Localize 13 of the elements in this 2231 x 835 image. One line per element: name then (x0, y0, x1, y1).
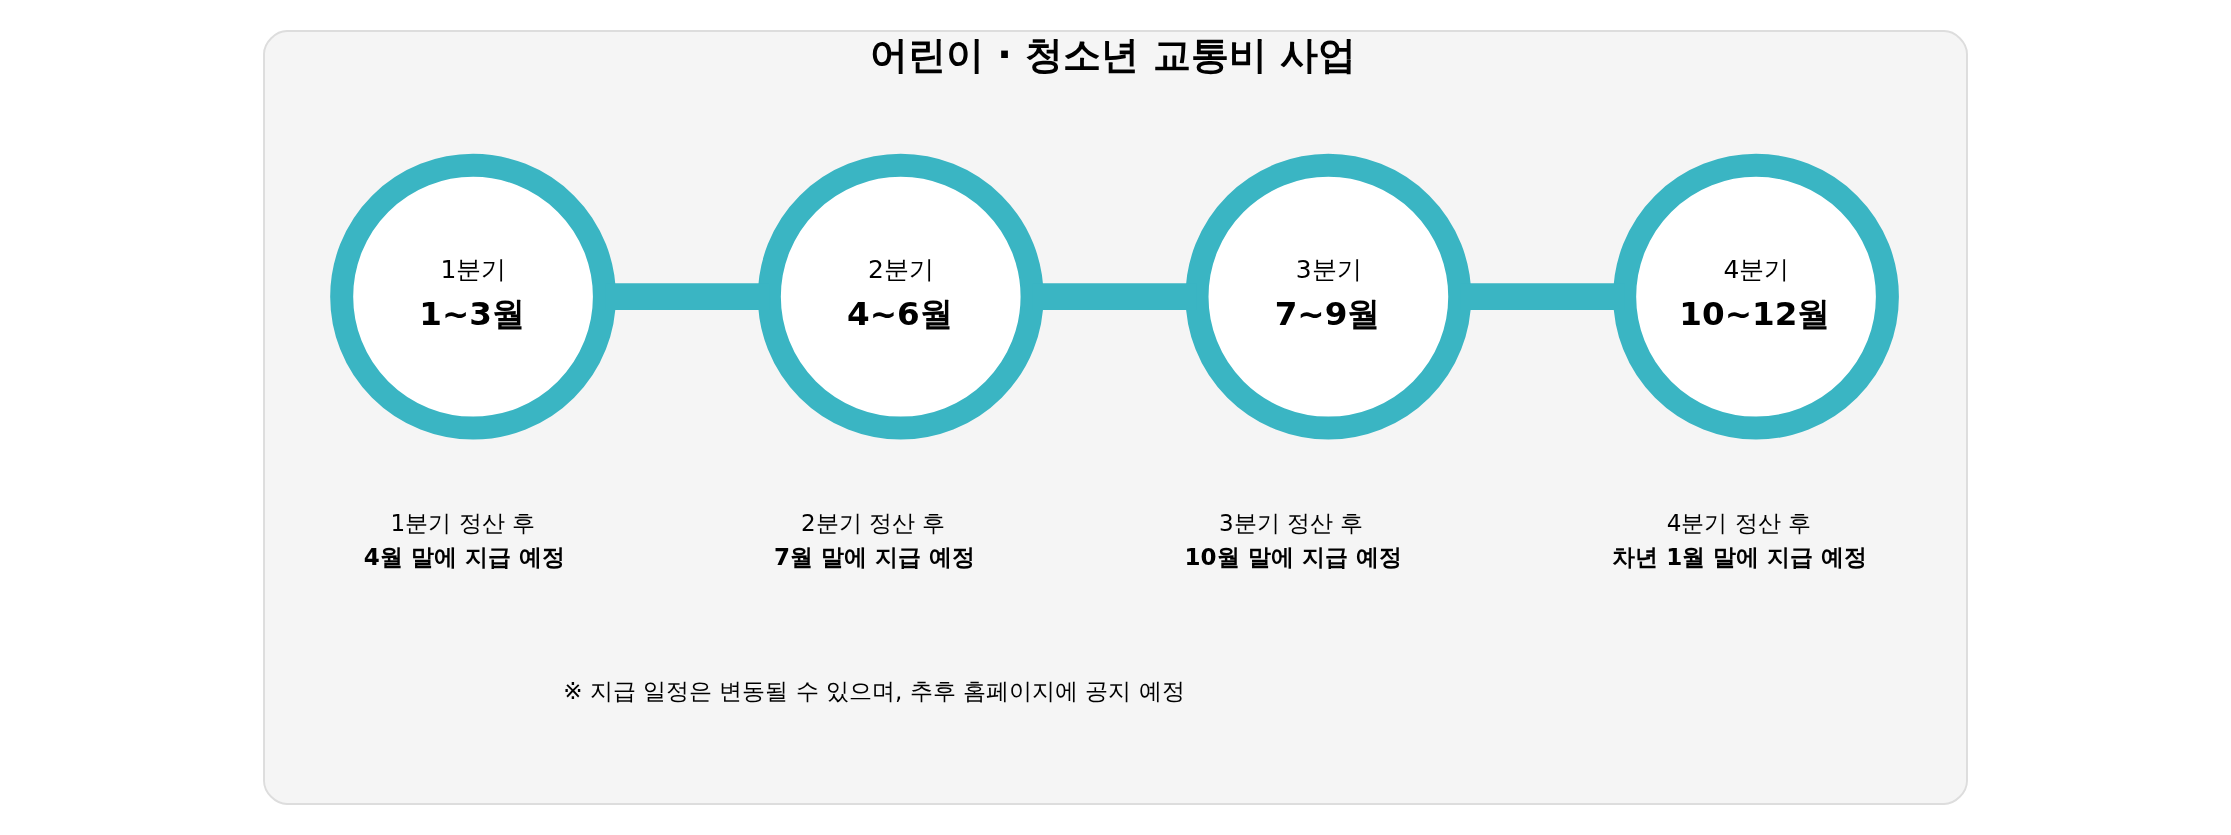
node-label: 3분기 정산 후 (1219, 509, 1364, 536)
node-label: 2분기 정산 후 (800, 509, 946, 536)
node-circle: 4분기 10~12월 (1613, 153, 1899, 440)
node-label: 1분기 정산 후 (390, 509, 535, 536)
node-label: 차년 1월 말에 지급 예정 (1612, 544, 1868, 571)
node-label: 7월 말에 지급 예정 (774, 544, 976, 571)
label: ※ 지급 일정은 변동될 수 있으며, 추후 홈페이지에 공지 예정 (563, 677, 1185, 704)
node-circle: 3분기 7~9월 (1185, 153, 1472, 440)
node-circle: 2분기 4~6월 (757, 153, 1044, 440)
node-label: 4월 말에 지급 예정 (363, 544, 565, 571)
node-label: 10월 말에 지급 예정 (1184, 544, 1402, 571)
node-label: 4분기 정산 후 (1666, 509, 1812, 536)
node-circle: 1분기 1~3월 (330, 153, 616, 440)
